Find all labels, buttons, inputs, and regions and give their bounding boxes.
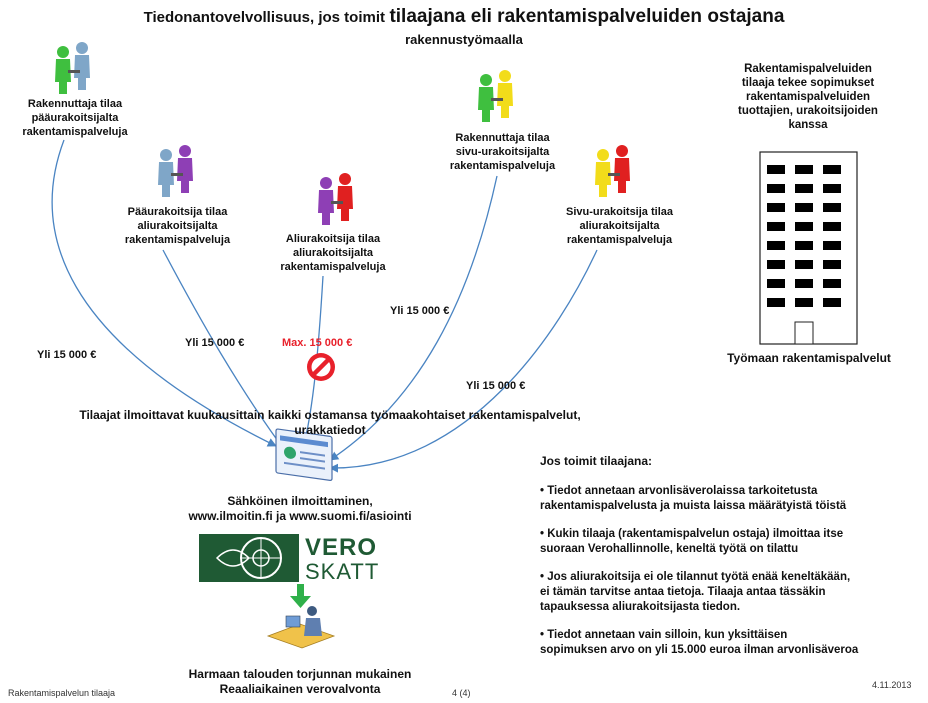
info-heading: Jos toimit tilaajana:: [540, 454, 920, 469]
label-line: pääurakoitsijalta: [31, 112, 119, 124]
label-line: rakentamispalveluja: [280, 261, 386, 273]
info-heading-emphasis: tilaajana:: [600, 454, 653, 468]
grey-economy-text: Harmaan talouden torjunnan mukainen Reaa…: [150, 667, 450, 697]
info-bullet: • Tiedot annetaan arvonlisäverolaissa ta…: [540, 484, 920, 514]
label-line: Rakennuttaja tilaa: [455, 132, 550, 144]
node-sivu-urakoitsija: Sivu-urakoitsija tilaa aliurakoitsijalta…: [552, 205, 687, 247]
grey-economy-line: Harmaan talouden torjunnan mukainen: [188, 667, 412, 681]
bullet-line: • Kukin tilaaja (rakentamispalvelun osta…: [540, 528, 844, 540]
building-caption: Rakentamispalveluiden tilaaja tekee sopi…: [718, 62, 898, 132]
caption-line: Rakentamispalveluiden: [744, 63, 872, 75]
label-line: Rakennuttaja tilaa: [27, 98, 123, 110]
electronic-line: Sähköinen ilmoittaminen,: [227, 494, 373, 508]
down-arrow-icon: [290, 584, 311, 608]
vero-logo-graphic: [199, 534, 299, 582]
amount-label: Yli 15 000 €: [37, 349, 97, 361]
label-line: aliurakoitsijalta: [579, 220, 660, 232]
electronic-reporting: Sähköinen ilmoittaminen, www.ilmoitin.fi…: [130, 494, 470, 524]
people-pair-icon: [158, 145, 193, 197]
label-line: rakentamispalveluja: [449, 160, 556, 172]
bullet-line: • Jos aliurakoitsija ei ole tilannut työ…: [540, 571, 851, 583]
footer-left: Rakentamispalvelun tilaaja: [8, 688, 116, 698]
people-pair-icon: [55, 42, 90, 94]
info-bullet: • Kukin tilaaja (rakentamispalvelun osta…: [540, 527, 920, 557]
people-pair-icon: [478, 70, 513, 122]
caption-line: rakentamispalveluiden: [746, 91, 870, 103]
bullet-line: tapauksessa aliurakoitsijasta tiedon.: [540, 601, 741, 613]
grey-economy-line: Reaaliaikainen verovalvonta: [219, 682, 381, 696]
node-aliurakoitsija: Aliurakoitsija tilaa aliurakoitsijalta r…: [268, 232, 398, 274]
amount-label: Yli 15 000 €: [466, 380, 526, 392]
node-rakennuttaja-paaurakoitsija: Rakennuttaja tilaa pääurakoitsijalta rak…: [20, 97, 130, 139]
bullet-line: sopimuksen arvo on yli 15.000 euroa ilma…: [540, 644, 859, 656]
label-line: Sivu-urakoitsija tilaa: [566, 206, 673, 218]
vero-skatt-logo: VERO SKATT: [199, 534, 407, 584]
caption-line: tilaaja tekee sopimukset: [741, 77, 875, 89]
bullet-line: • Tiedot annetaan vain silloin, kun yksi…: [540, 629, 788, 641]
label-line: Pääurakoitsija tilaa: [127, 206, 228, 218]
caption-line: kanssa: [788, 119, 828, 131]
logo-skatt: SKATT: [305, 559, 380, 584]
title-prefix: Tiedonantovelvollisuus, jos toimit: [143, 9, 385, 26]
prohibited-icon: [307, 353, 335, 381]
flow-curve-sivu-urakoitsija: [329, 249, 598, 473]
bullet-line: rakentamispalvelusta ja muista laissa mä…: [540, 500, 847, 512]
people-pair-icon: [318, 173, 353, 225]
building-label: Työmaan rakentamispalvelut: [727, 351, 891, 365]
amount-label-max: Max. 15 000 €: [282, 337, 353, 349]
bullet-line: suoraan Verohallinnolle, keneltä työtä o…: [540, 543, 799, 555]
label-line: rakentamispalveluja: [124, 234, 231, 246]
report-text: Tilaajat ilmoittavat kuukausittain kaikk…: [40, 408, 620, 438]
info-bullet: • Jos aliurakoitsija ei ole tilannut työ…: [540, 570, 920, 615]
info-heading-prefix: Jos toimit: [540, 454, 597, 468]
amount-label: Yli 15 000 €: [390, 305, 450, 317]
logo-vero: VERO: [305, 534, 378, 561]
bullet-line: • Tiedot annetaan arvonlisäverolaissa ta…: [540, 485, 818, 497]
amount-label: Yli 15 000 €: [185, 337, 245, 349]
footer-date: 4.11.2013: [872, 680, 912, 690]
label-line: Aliurakoitsija tilaa: [285, 233, 381, 245]
report-line: Tilaajat ilmoittavat kuukausittain kaikk…: [79, 408, 581, 422]
people-pair-icon: [595, 145, 630, 197]
info-bullet: • Tiedot annetaan vain silloin, kun yksi…: [540, 628, 920, 658]
label-line: aliurakoitsijalta: [292, 247, 374, 259]
label-line: sivu-urakoitsijalta: [455, 146, 550, 158]
title-emphasis: tilaajana eli rakentamispalveluiden osta…: [389, 6, 785, 27]
label-line: rakentamispalveluja: [566, 234, 673, 246]
node-rakennuttaja-sivu: Rakennuttaja tilaa sivu-urakoitsijalta r…: [440, 131, 565, 173]
building-icon: [759, 151, 858, 345]
info-panel: Jos toimit tilaajana: • Tiedot annetaan …: [540, 454, 920, 658]
bullet-line: ei tämän tarvitse antaa tietoja. Tilaaja…: [540, 586, 826, 598]
node-paaurakoitsija: Pääurakoitsija tilaa aliurakoitsijalta r…: [110, 205, 245, 247]
online-form-icon: [275, 428, 333, 482]
flow-curve-rakennuttaja-sivu: [329, 175, 498, 461]
person-at-computer-icon: [266, 606, 336, 649]
caption-line: tuottajien, urakoitsijoiden: [738, 105, 878, 117]
flow-curve-paaurakoitsija: [162, 249, 287, 453]
page-title: Tiedonantovelvollisuus, jos toimit tilaa…: [0, 6, 928, 28]
footer-page: 4 (4): [452, 688, 471, 698]
report-line: urakkatiedot: [294, 423, 366, 437]
electronic-line: www.ilmoitin.fi ja www.suomi.fi/asiointi: [188, 509, 412, 523]
label-line: aliurakoitsijalta: [137, 220, 218, 232]
label-line: rakentamispalveluja: [22, 126, 128, 138]
page-subtitle: rakennustyömaalla: [405, 32, 523, 47]
flow-curve-rakennuttaja: [51, 139, 277, 447]
